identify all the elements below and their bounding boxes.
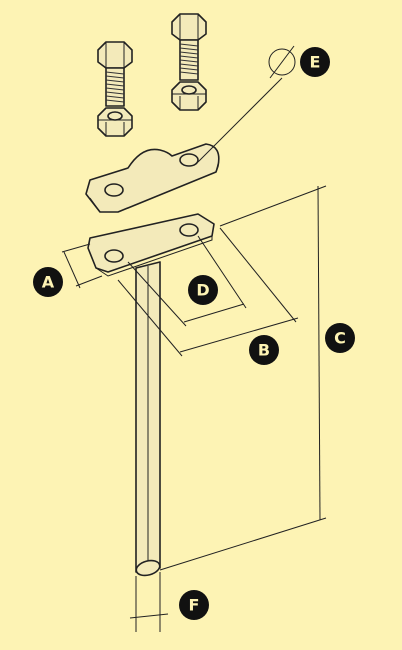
dimension-f [129,572,169,632]
svg-text:A: A [42,273,55,292]
label-d: D [188,275,218,305]
base-plate [87,213,215,277]
svg-text:B: B [258,341,270,360]
dimension-c [159,185,327,571]
nut-left [97,107,133,137]
bolt-right [171,13,207,81]
dimension-a [61,243,103,289]
svg-text:F: F [189,596,200,615]
svg-text:C: C [334,329,346,348]
nut-right [171,81,207,111]
label-c: C [325,323,355,353]
svg-text:D: D [196,281,209,300]
label-e: E [300,47,330,77]
dimension-e [197,45,296,163]
label-b: B [249,335,279,365]
saddle-plate [85,143,220,213]
label-a: A [33,267,63,297]
svg-text:E: E [310,53,321,72]
dimension-b [117,227,299,357]
earth-rod [135,261,161,577]
dimension-d [127,235,247,327]
label-f: F [179,590,209,620]
bolt-left [97,41,133,107]
